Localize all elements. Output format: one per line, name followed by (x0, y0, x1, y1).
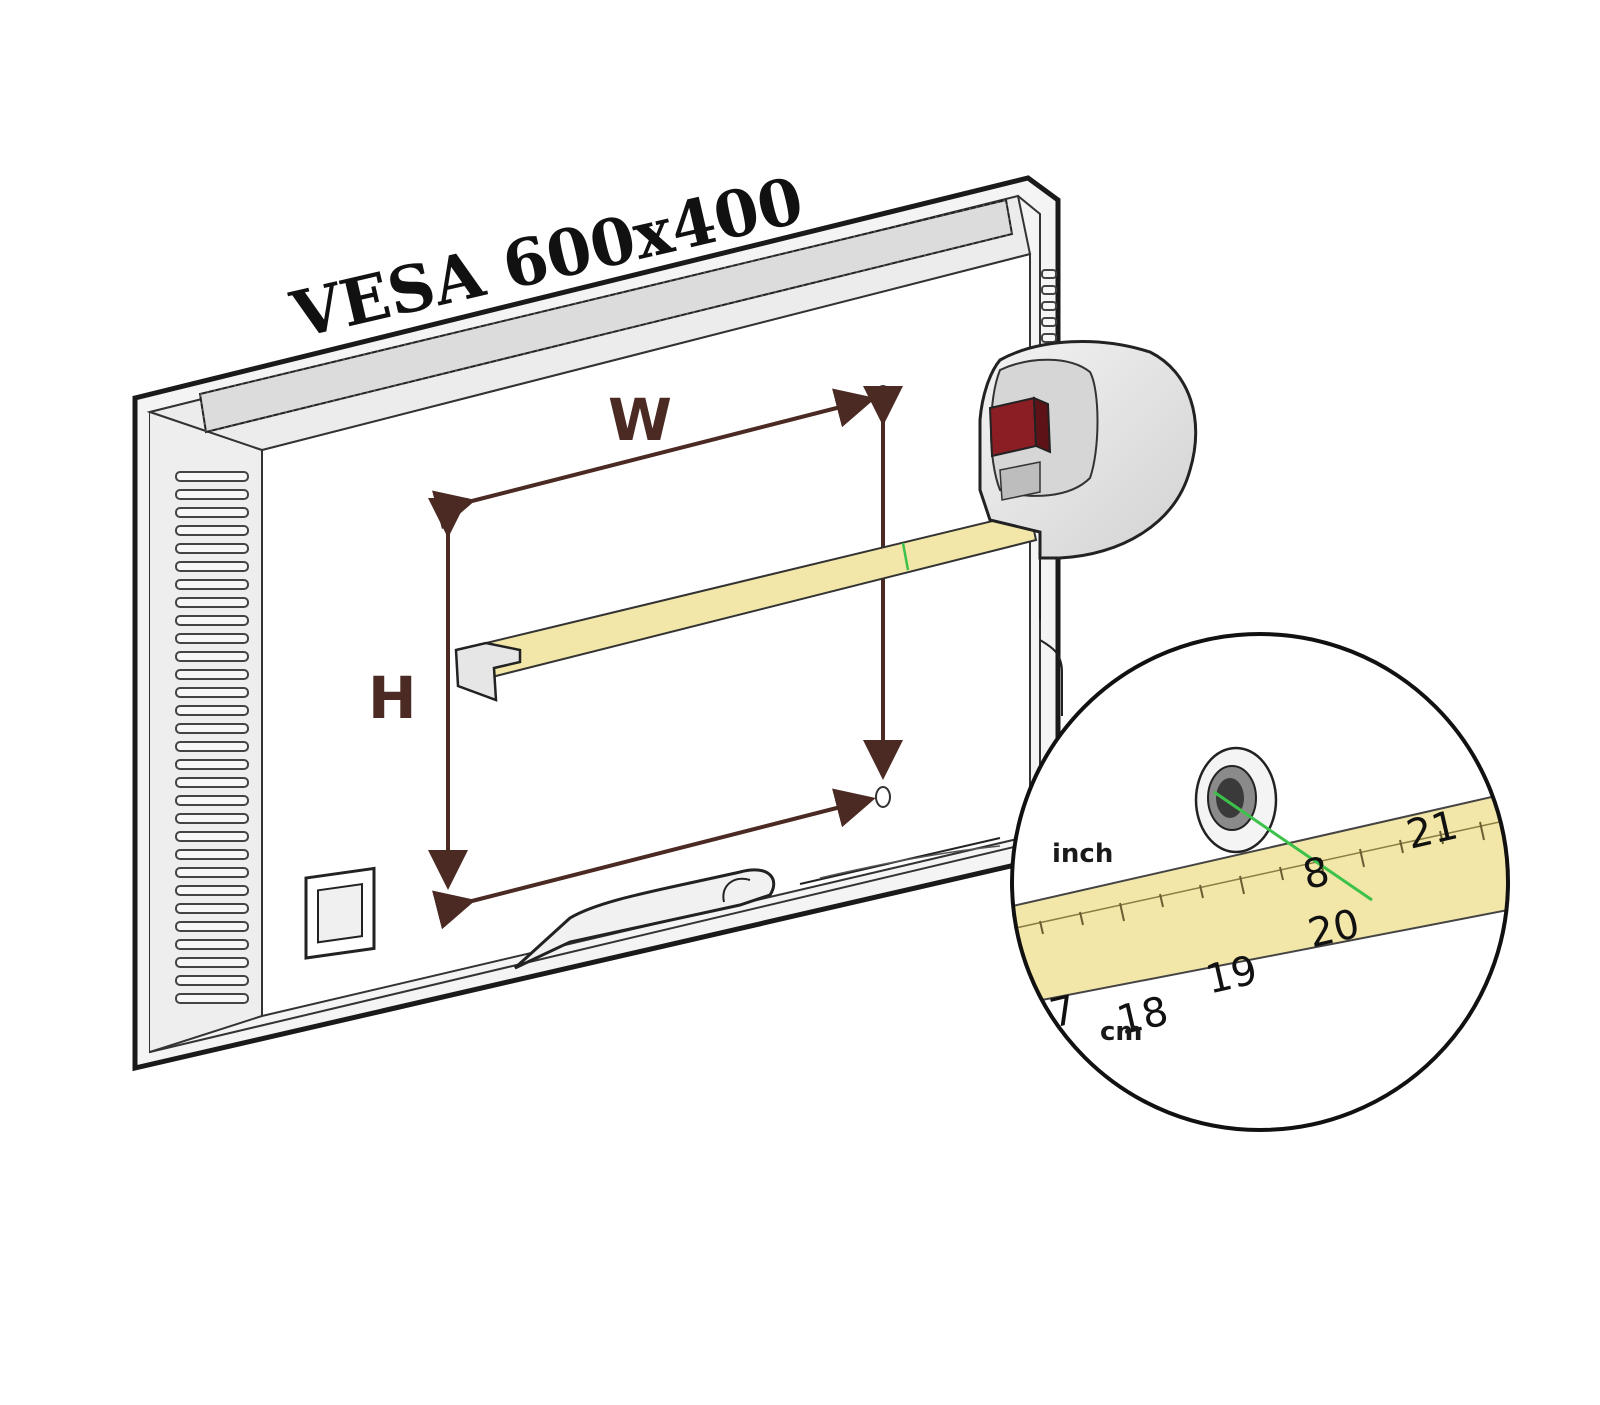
tape-number-18: 18 (1113, 988, 1173, 1044)
side-vents (175, 471, 249, 1004)
height-label: H (368, 664, 417, 732)
unit-inch-label: inch (1052, 839, 1113, 869)
tape-measure-case (978, 340, 1198, 620)
width-arrow-bottom (432, 788, 876, 930)
port-icon (304, 866, 376, 960)
zoom-circle-outline (1010, 632, 1510, 1132)
tape-number-19: 19 (1202, 947, 1262, 1003)
tape-lock-button (988, 396, 1038, 458)
dimension-arrows (428, 386, 903, 930)
hole-bottom-left (440, 895, 456, 917)
screw-hole-icon (1194, 746, 1278, 854)
measure-line (1213, 790, 1373, 902)
hole-bottom-right (875, 786, 891, 808)
tape-number-20: 20 (1304, 901, 1364, 957)
tape-number-21: 21 (1402, 802, 1462, 858)
hole-top-right (875, 385, 891, 407)
hole-top-left (440, 496, 456, 518)
zoom-inset: 7 18 19 20 8 21 inch cm (1010, 632, 1510, 1132)
unit-cm-label: cm (1100, 1017, 1143, 1047)
width-arrow-top (432, 388, 876, 530)
width-label: W (608, 386, 672, 454)
tape-blade (454, 510, 1038, 702)
